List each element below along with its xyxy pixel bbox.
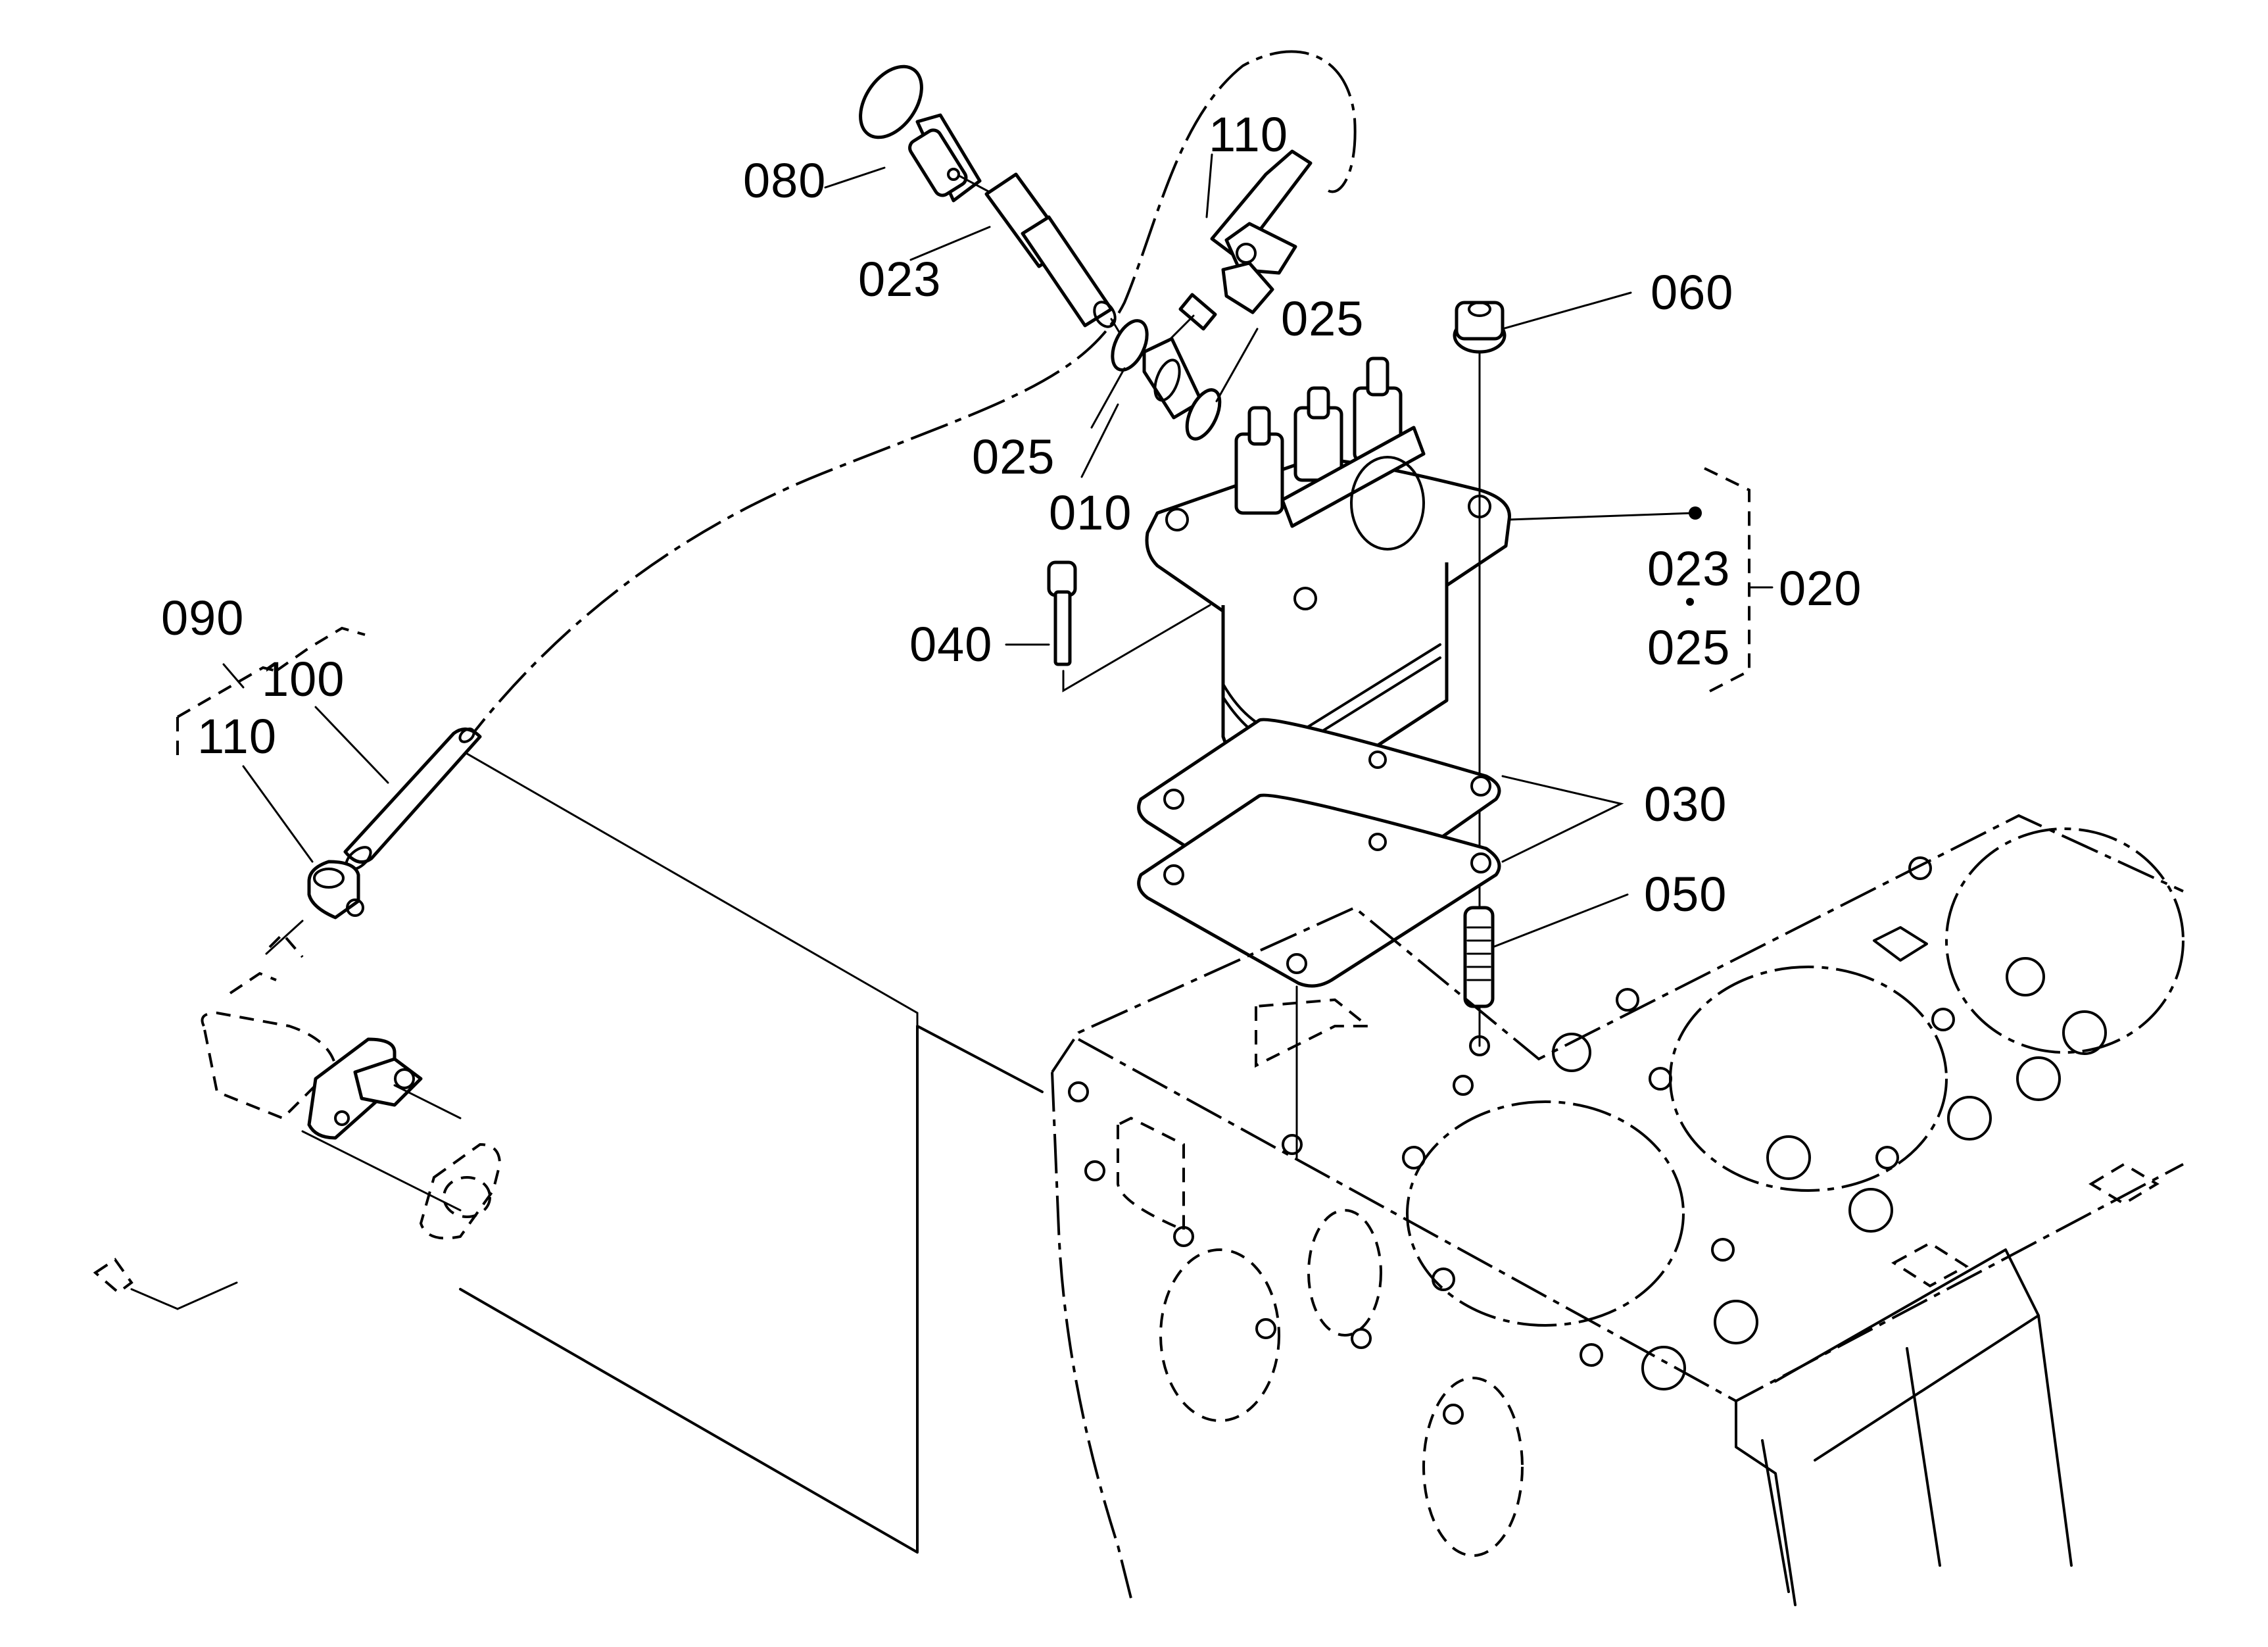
leader-030: [1501, 775, 1624, 863]
feed-pump-axis-2: [393, 1084, 462, 1119]
engine-pointer: [459, 749, 919, 1027]
label-023-kit: 023: [1647, 541, 1730, 596]
leader-025-right: [1215, 328, 1259, 403]
label-010: 010: [1049, 485, 1132, 540]
leader-100: [314, 706, 389, 784]
feed-pump-pointer: [176, 1281, 238, 1310]
label-030: 030: [1644, 777, 1727, 831]
banjo-fitting-part[interactable]: [1142, 337, 1203, 420]
label-025-kit: 025: [1647, 620, 1730, 675]
leader-110-top: [1205, 153, 1213, 218]
eye-bolt-part[interactable]: [984, 172, 1119, 330]
hose-top-part[interactable]: [1178, 149, 1313, 331]
kit-separator-dot: [1686, 598, 1694, 606]
kit-dot-marker: [1689, 506, 1702, 520]
leader-080: [824, 166, 886, 189]
engine-block: [1051, 814, 2184, 1606]
label-100: 100: [262, 652, 345, 706]
axis-nipple: [1169, 314, 1195, 340]
label-020: 020: [1779, 561, 1862, 616]
hose-clamp-left-part[interactable]: [307, 860, 364, 920]
bolt-part[interactable]: [1047, 560, 1077, 666]
feed-pump-axis: [265, 920, 304, 955]
bleed-cock-part[interactable]: [848, 55, 982, 203]
label-110-top: 110: [1209, 107, 1288, 162]
gasket-lower-part[interactable]: [1180, 385, 1226, 443]
label-050: 050: [1644, 867, 1727, 922]
label-040: 040: [909, 617, 992, 672]
label-025-right: 025: [1281, 291, 1364, 346]
leader-025-left: [1090, 367, 1126, 429]
leader-010: [1080, 403, 1119, 478]
pump-gasket-lower-part[interactable]: [1137, 793, 1501, 988]
kit-bracket: [1704, 467, 1750, 695]
leader-090: [222, 663, 245, 689]
fuel-hose-part[interactable]: [342, 726, 482, 873]
label-080: 080: [743, 153, 826, 208]
label-060: 060: [1651, 265, 1733, 320]
label-110-left: 110: [197, 709, 277, 764]
label-025-left: 025: [972, 430, 1055, 484]
leader-060: [1501, 291, 1632, 330]
fuel-line-path: [459, 50, 1357, 751]
feed-pump: [93, 932, 502, 1310]
stud-part[interactable]: [1463, 906, 1495, 1008]
leader-050: [1491, 893, 1629, 948]
axis-bolt: [1062, 604, 1211, 693]
leader-023: [909, 226, 991, 261]
engine-reference-frame: [459, 1025, 1044, 1554]
feed-pump-axis-3: [301, 1130, 462, 1212]
label-023-top: 023: [858, 252, 941, 307]
kit-bracket-090: [176, 626, 366, 756]
label-090: 090: [161, 591, 244, 645]
nut-part[interactable]: [1453, 301, 1507, 354]
leader-110-left: [242, 765, 314, 863]
leader-020-dot: [1508, 512, 1695, 521]
